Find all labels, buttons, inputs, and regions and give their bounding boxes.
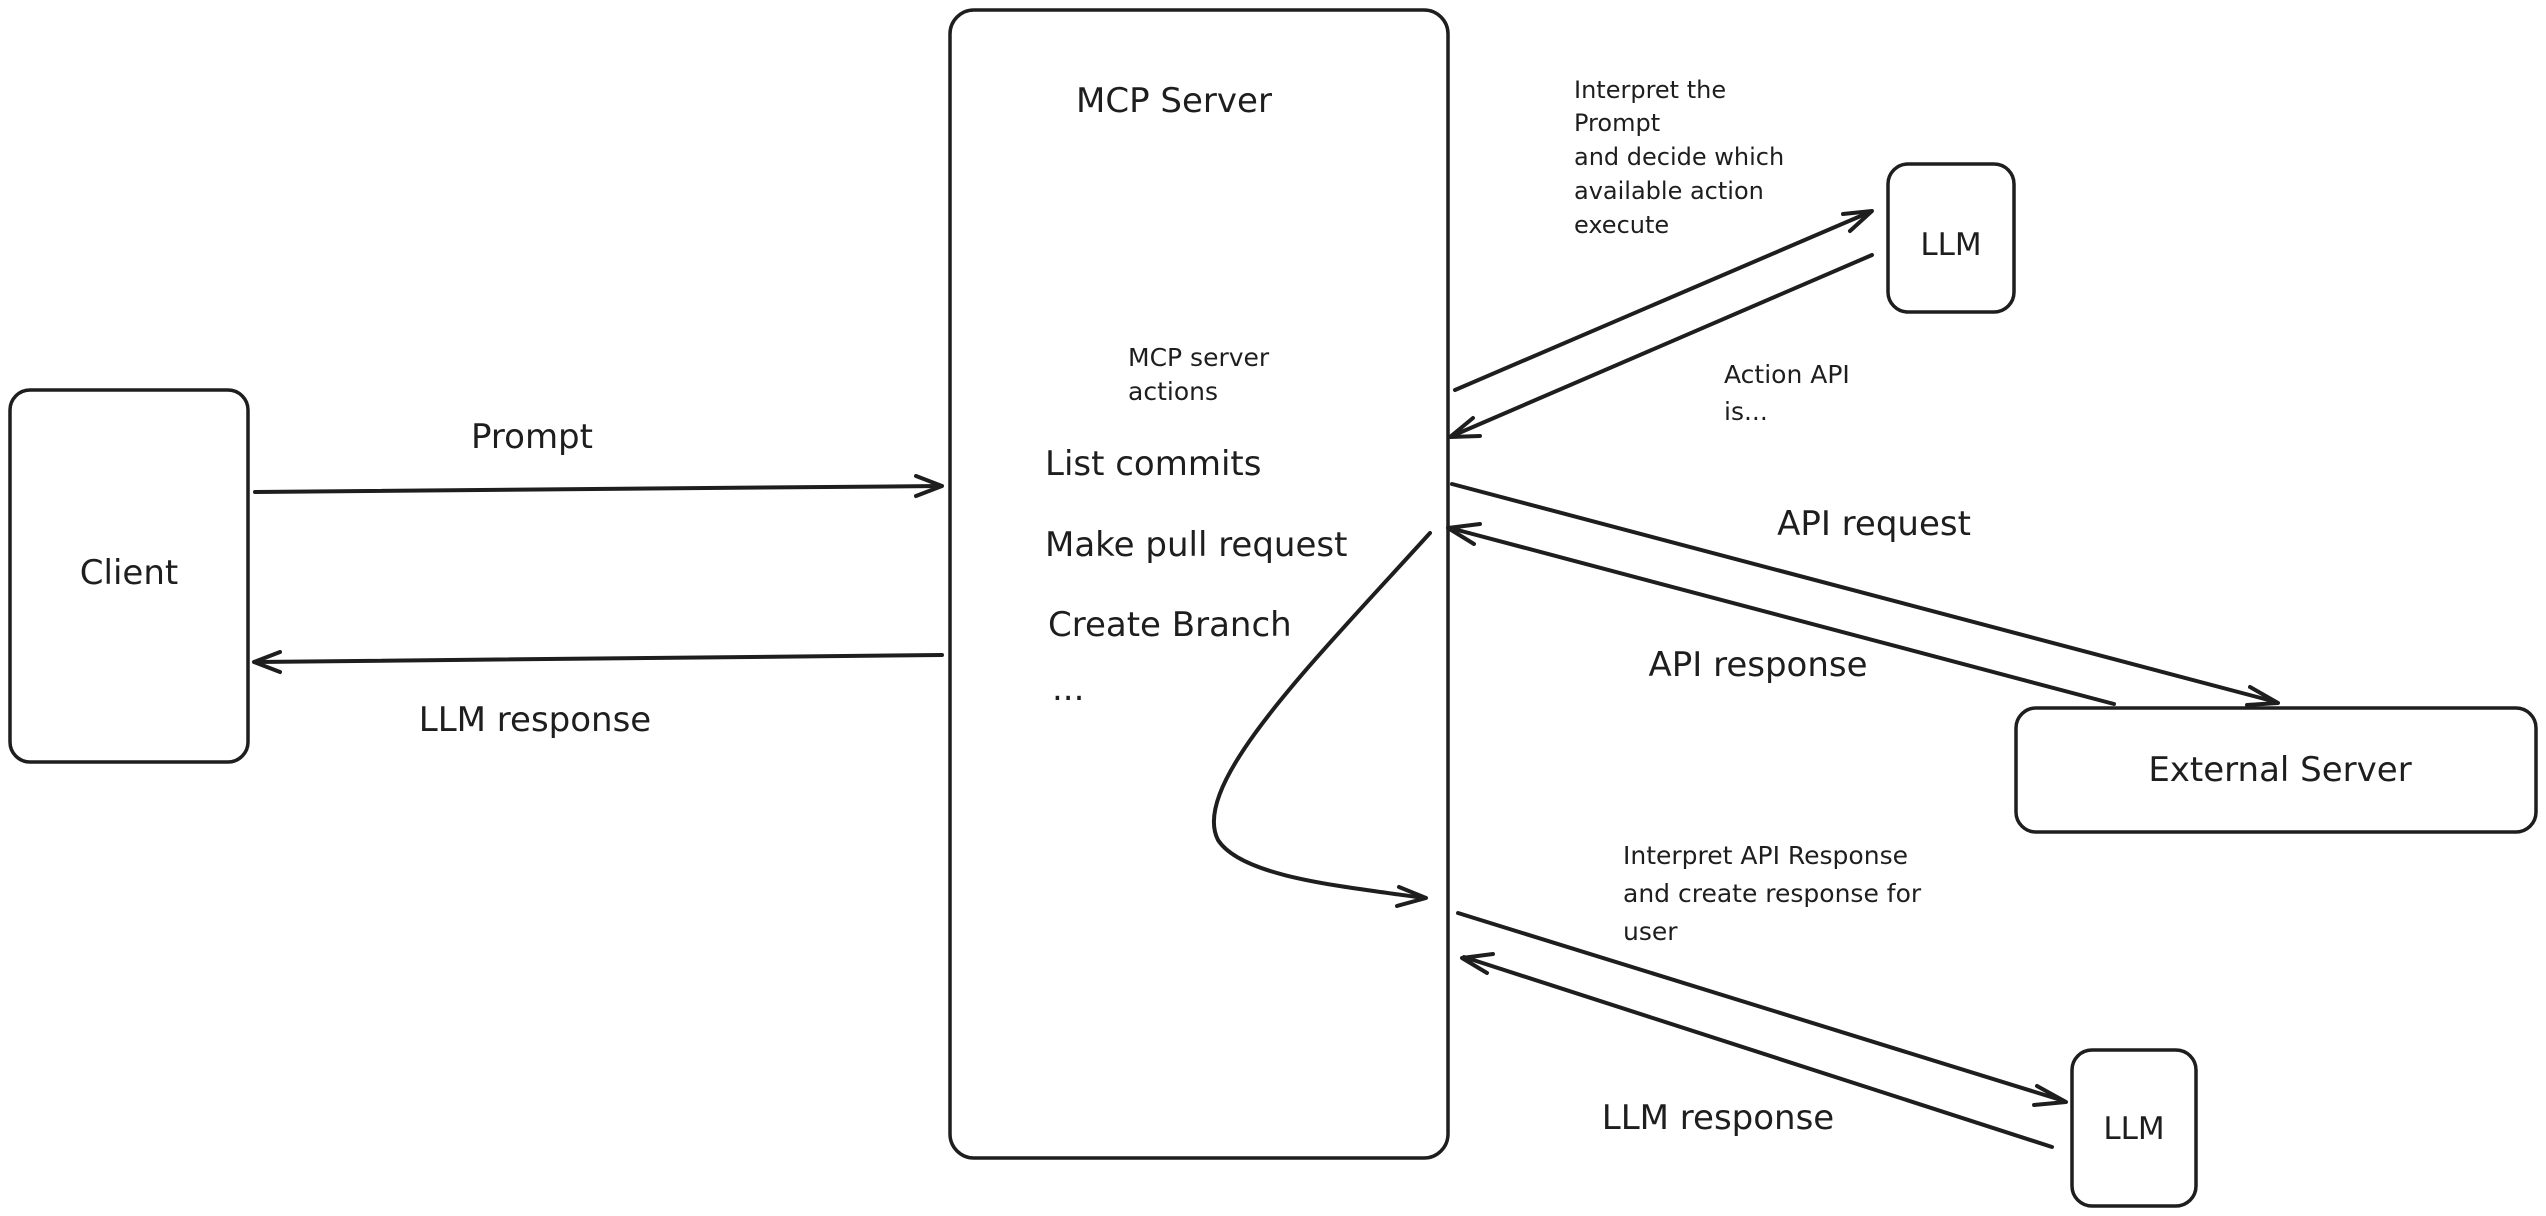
internal-flow-curve <box>1211 531 1432 900</box>
llm-response-client-arrow-line <box>254 653 944 664</box>
interpret-prompt-line-3: and decide which <box>1574 143 1784 171</box>
to-llm-top-arrow-line <box>1453 210 1872 392</box>
llm-top-label: LLM <box>1920 227 1981 263</box>
mcp-actions-heading-line-1: MCP server <box>1128 343 1270 372</box>
action-api-line-2: is... <box>1724 397 1768 426</box>
llm-response-client-arrowhead <box>252 650 282 674</box>
interpret-api-response-line-3: user <box>1623 917 1678 946</box>
mcp-actions-heading-line-2: actions <box>1128 377 1218 406</box>
external-server-label: External Server <box>2148 750 2411 790</box>
mcp-server-title: MCP Server <box>1076 81 1272 121</box>
to-llm-bottom-arrowhead <box>2032 1084 2068 1107</box>
client-label: Client <box>80 553 178 593</box>
internal-flow-arrowhead <box>1395 885 1428 908</box>
action-api-line-1: Action API <box>1724 360 1850 389</box>
from-llm-bottom-arrowhead <box>1460 952 1495 975</box>
interpret-prompt-line-2: Prompt <box>1574 109 1660 137</box>
interpret-prompt-line-4: available action <box>1574 177 1764 205</box>
api-response-label: API response <box>1648 645 1867 685</box>
action-ellipsis: ... <box>1052 669 1084 709</box>
prompt-label: Prompt <box>471 417 593 457</box>
from-llm-top-arrow-line <box>1450 253 1874 438</box>
action-list-commits: List commits <box>1045 444 1261 484</box>
prompt-arrow-line <box>253 484 942 494</box>
llm-top-box[interactable] <box>1886 162 2016 314</box>
from-llm-bottom-arrow-line <box>1462 955 2054 1149</box>
llm-bottom-box[interactable] <box>2070 1048 2198 1208</box>
action-create-branch: Create Branch <box>1048 605 1292 645</box>
to-llm-top-arrowhead <box>1841 209 1874 233</box>
api-response-arrow-line <box>1448 526 2116 706</box>
prompt-arrowhead <box>914 474 944 498</box>
to-llm-bottom-arrow-line <box>1456 911 2066 1103</box>
api-request-arrow-line <box>1450 482 2278 704</box>
interpret-api-response-line-2: and create response for <box>1623 879 1922 908</box>
external-server-box[interactable] <box>2014 706 2538 834</box>
interpret-prompt-line-5: execute <box>1574 211 1669 239</box>
from-llm-top-arrowhead <box>1448 416 1482 439</box>
llm-response-client-label: LLM response <box>419 700 651 740</box>
api-response-arrowhead <box>1446 522 1482 546</box>
client-box[interactable] <box>8 388 250 764</box>
llm-response-bottom-label: LLM response <box>1602 1098 1834 1138</box>
interpret-prompt-line-1: Interpret the <box>1574 76 1726 104</box>
api-request-arrowhead <box>2245 685 2280 707</box>
api-request-label: API request <box>1777 504 1971 544</box>
llm-bottom-label: LLM <box>2103 1111 2164 1147</box>
action-make-pull-request: Make pull request <box>1045 525 1347 565</box>
interpret-api-response-line-1: Interpret API Response <box>1623 841 1908 870</box>
mcp-server-box[interactable] <box>948 8 1450 1160</box>
